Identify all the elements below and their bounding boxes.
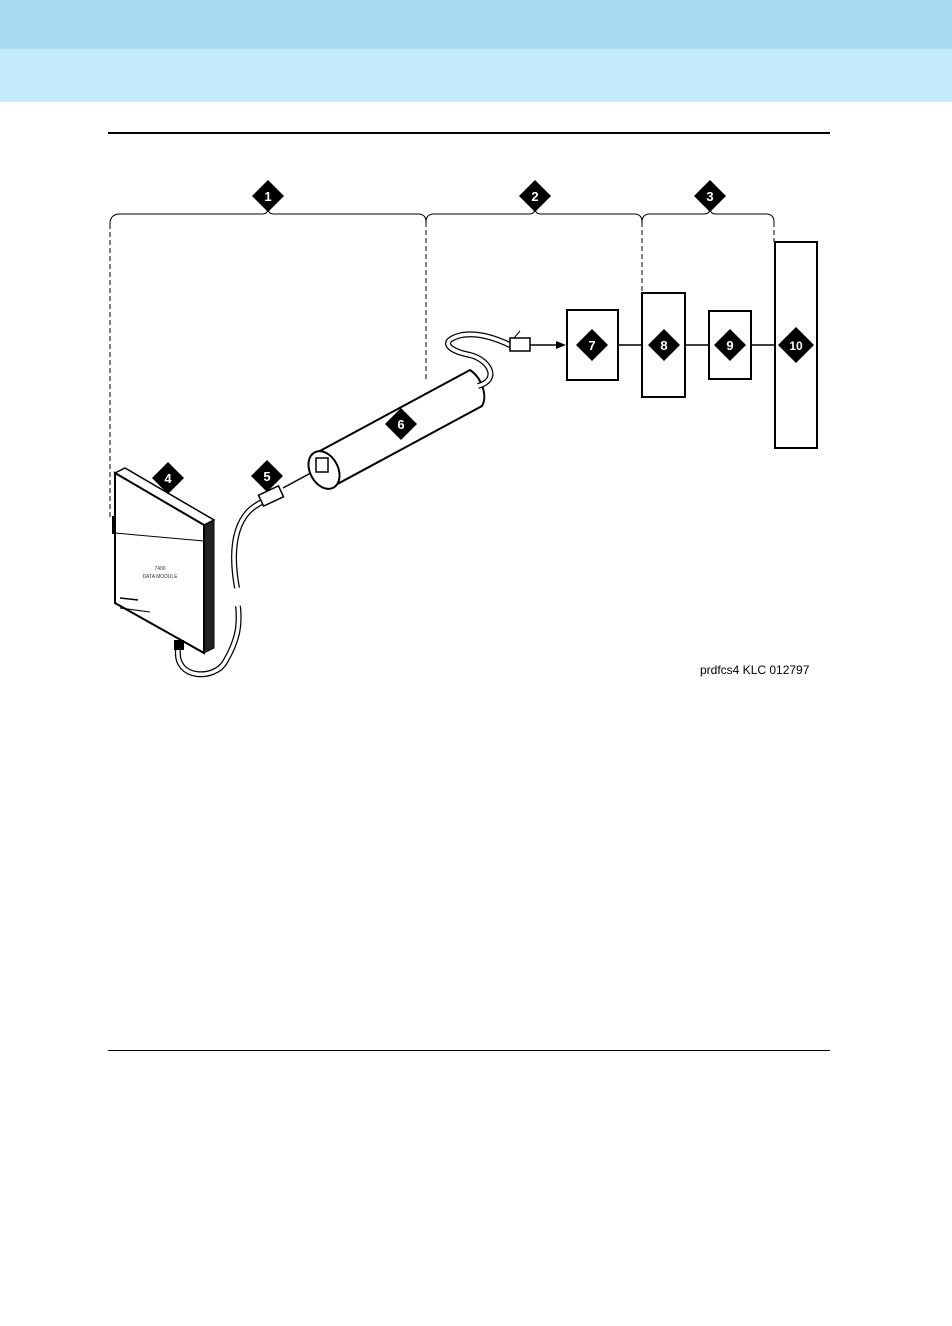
data-module-device: 7400 DATA MODULE <box>112 468 239 674</box>
callout-2-label: 2 <box>531 189 538 204</box>
callout-5-label: 5 <box>263 469 270 484</box>
callout-1-label: 1 <box>264 189 271 204</box>
callout-4-label: 4 <box>164 471 172 486</box>
device-label-1: 7400 <box>154 566 165 572</box>
callout-7-label: 7 <box>588 338 595 353</box>
callout-6-label: 6 <box>397 417 404 432</box>
cylinder-adapter <box>302 331 566 494</box>
bracket-3 <box>642 208 774 222</box>
modular-cord <box>234 466 322 588</box>
callout-9-label: 9 <box>726 338 733 353</box>
callout-1: 1 <box>252 180 284 212</box>
callout-2: 2 <box>519 180 551 212</box>
callout-10-label: 10 <box>789 339 803 353</box>
callout-3-label: 3 <box>706 189 713 204</box>
device-label-2: DATA MODULE <box>142 574 178 580</box>
bottom-rule <box>108 1050 830 1051</box>
callout-8-label: 8 <box>660 338 667 353</box>
figure-credit: prdfcs4 KLC 012797 <box>700 663 809 677</box>
callout-3: 3 <box>694 180 726 212</box>
